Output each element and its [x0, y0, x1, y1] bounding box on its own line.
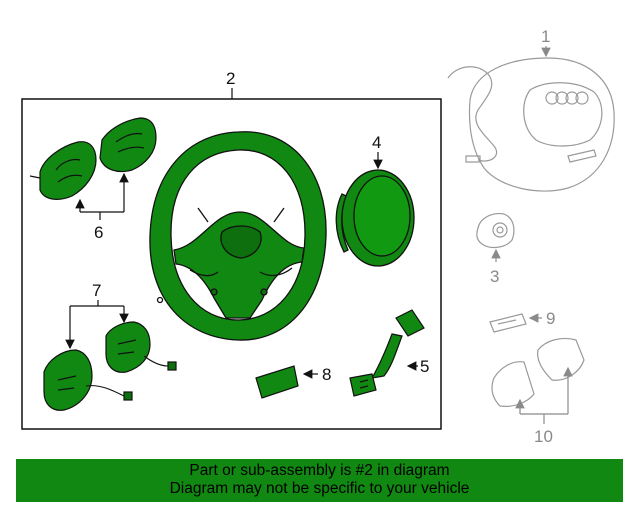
- wire-harness[interactable]: [349, 309, 425, 397]
- callout-2: 2: [226, 69, 235, 88]
- callout-9: 9: [546, 309, 555, 328]
- four-rings-logo: [545, 91, 589, 105]
- steering-switch-lower-pair[interactable]: [43, 321, 177, 411]
- banner-line-2: Diagram may not be specific to your vehi…: [169, 480, 470, 497]
- leader-lines-6: [75, 172, 129, 220]
- leader-lines-10: [515, 366, 573, 424]
- trim-cover-pair[interactable]: [491, 337, 585, 407]
- callout-7: 7: [92, 281, 101, 300]
- steering-wheel-bolt[interactable]: [476, 213, 515, 249]
- steering-switch-upper-pair[interactable]: [29, 117, 157, 200]
- callout-3: 3: [490, 267, 499, 286]
- leader-lines-7: [65, 300, 129, 350]
- callout-10: 10: [534, 427, 553, 446]
- info-banner: Part or sub-assembly is #2 in diagram Di…: [16, 459, 623, 502]
- switch-wire-harness: [85, 355, 169, 397]
- callout-6: 6: [94, 223, 103, 242]
- steering-wheel[interactable]: [149, 131, 327, 341]
- callout-1: 1: [541, 27, 550, 46]
- callout-5: 5: [420, 357, 429, 376]
- horn-pad-label[interactable]: [489, 313, 527, 333]
- banner-line-1: Part or sub-assembly is #2 in diagram: [189, 462, 450, 479]
- callout-4: 4: [372, 133, 381, 152]
- horn-cover-ring[interactable]: [335, 169, 415, 267]
- callout-8: 8: [322, 365, 331, 384]
- trim-cover[interactable]: [255, 365, 299, 399]
- driver-airbag[interactable]: [447, 57, 615, 192]
